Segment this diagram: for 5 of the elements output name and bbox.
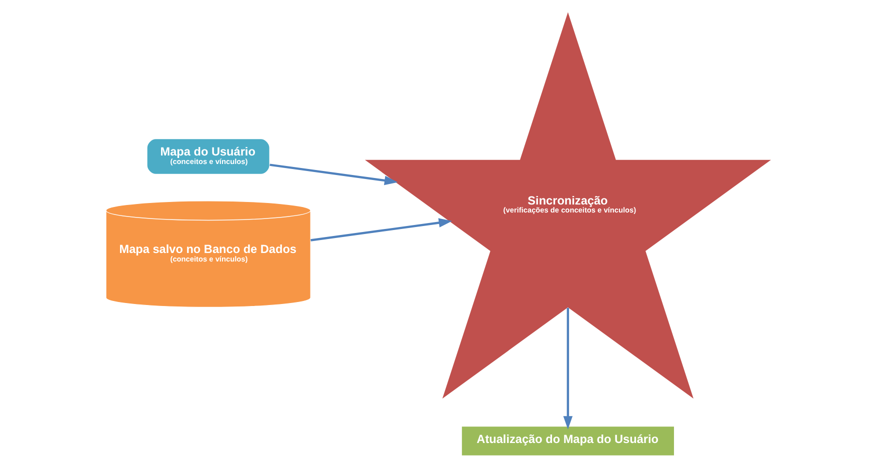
node-box: Atualização do Mapa do Usuário (461, 426, 675, 456)
node-box: Mapa do Usuário (conceitos e vínculos) (146, 138, 270, 175)
arrow (563, 308, 573, 430)
arrow (270, 164, 398, 186)
arrow (310, 218, 452, 242)
